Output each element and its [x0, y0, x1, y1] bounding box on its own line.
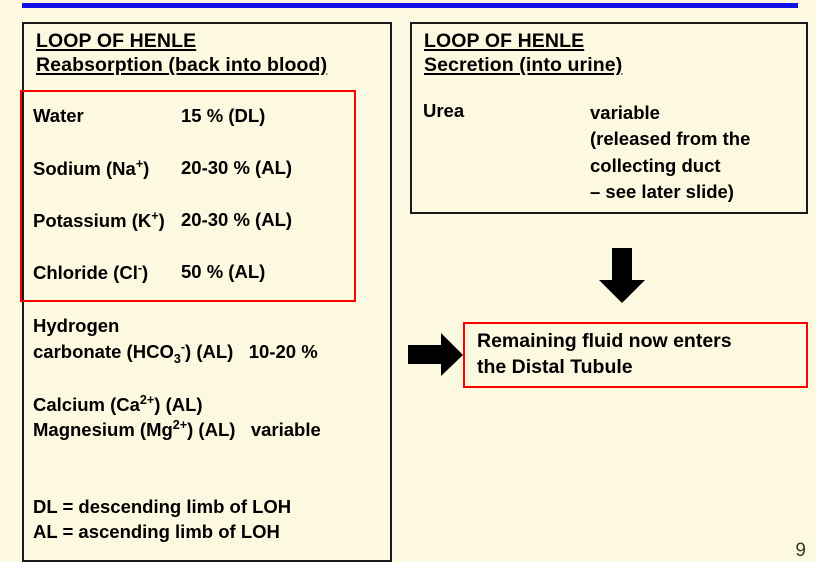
- reabsorption-title-line2: Reabsorption (back into blood): [36, 53, 328, 76]
- reabsorption-title-line1: LOOP OF HENLE: [36, 30, 197, 52]
- urea-value-line-1: variable: [590, 102, 660, 123]
- ion-formula: K: [137, 210, 152, 232]
- magnesium-line: Magnesium (Mg2+) (AL) variable: [33, 418, 321, 441]
- legend-dl: DL = descending limb of LOH: [33, 496, 292, 517]
- callout-box-distal-tubule: [463, 322, 808, 388]
- reabsorption-title: LOOP OF HENLE Reabsorption (back into bl…: [36, 30, 327, 78]
- table-row: Chloride (Cl-) 50 % (AL): [33, 261, 353, 284]
- urea-value-line-4: – see later slide): [590, 180, 734, 202]
- ion-value: 15 % (DL): [181, 105, 266, 126]
- callout-line-1: Remaining fluid now enters: [477, 330, 732, 352]
- panel-reabsorption: LOOP OF HENLE Reabsorption (back into bl…: [22, 22, 392, 562]
- ion-name-text: Chloride: [33, 262, 109, 284]
- distal-tubule-callout-text: Remaining fluid now enters the Distal Tu…: [477, 329, 732, 381]
- calcium-line: Calcium (Ca2+) (AL): [33, 393, 203, 416]
- secretion-title: LOOP OF HENLE Secretion (into urine): [424, 30, 622, 78]
- urea-value-line-2: (released from the: [590, 128, 751, 150]
- magnesium-name-a: Magnesium (Mg: [33, 419, 173, 441]
- callout-line-2: the Distal Tubule: [477, 355, 633, 378]
- bicarbonate-line-2: carbonate (HCO3-) (AL) 10-20 %: [33, 340, 318, 366]
- magnesium-value: variable: [250, 419, 321, 441]
- urea-value-line-3: collecting duct: [590, 154, 721, 176]
- bicarbonate-value: 10-20 %: [248, 341, 318, 363]
- ion-name-text: Potassium: [33, 210, 127, 232]
- secretion-title-line1: LOOP OF HENLE: [424, 30, 585, 52]
- table-row: Water 15 % (DL): [33, 105, 353, 127]
- ion-formula: Cl: [119, 262, 138, 284]
- page-number: 9: [795, 540, 806, 561]
- bicarbonate-line-1: Hydrogen: [33, 315, 120, 336]
- ion-value: 20-30 % (AL): [181, 209, 293, 230]
- bicarbonate-subscript: 3: [173, 351, 181, 366]
- bicarbonate-name-a: carbonate (HCO: [33, 341, 174, 363]
- down-arrow-icon: [599, 248, 645, 303]
- panel-secretion: LOOP OF HENLE Secretion (into urine): [410, 22, 808, 214]
- ion-formula: Na: [112, 158, 136, 180]
- top-rule-divider: [22, 3, 798, 8]
- ion-charge: +: [151, 209, 159, 223]
- bicarbonate-charge: -: [180, 340, 186, 354]
- right-arrow-icon: [408, 333, 463, 376]
- ion-name: Potassium (K+): [33, 209, 165, 232]
- urea-label: Urea: [423, 100, 465, 121]
- bicarbonate-name-b: ) (AL): [185, 341, 234, 363]
- ion-value: 50 % (AL): [181, 261, 266, 282]
- highlight-box-major-ions: [20, 90, 356, 302]
- calcium-name-b: ) (AL): [154, 394, 203, 416]
- ion-value: 20-30 % (AL): [181, 157, 293, 178]
- ion-charge: -: [137, 261, 143, 275]
- ion-name: Water: [33, 105, 84, 126]
- urea-value: variable (released from the collecting d…: [590, 100, 750, 205]
- ion-name-text: Sodium: [33, 158, 101, 180]
- table-row: Potassium (K+) 20-30 % (AL): [33, 209, 353, 232]
- ion-charge: +: [135, 157, 144, 171]
- calcium-name-a: Calcium (Ca: [33, 394, 140, 416]
- ion-name: Sodium (Na+): [33, 157, 150, 180]
- table-row: Sodium (Na+) 20-30 % (AL): [33, 157, 353, 180]
- magnesium-charge: 2+: [172, 418, 188, 432]
- magnesium-name-b: ) (AL): [187, 419, 236, 441]
- ion-name: Chloride (Cl-): [33, 261, 149, 284]
- secretion-title-line2: Secretion (into urine): [424, 53, 623, 76]
- legend-al: AL = ascending limb of LOH: [33, 521, 280, 542]
- calcium-charge: 2+: [139, 393, 155, 407]
